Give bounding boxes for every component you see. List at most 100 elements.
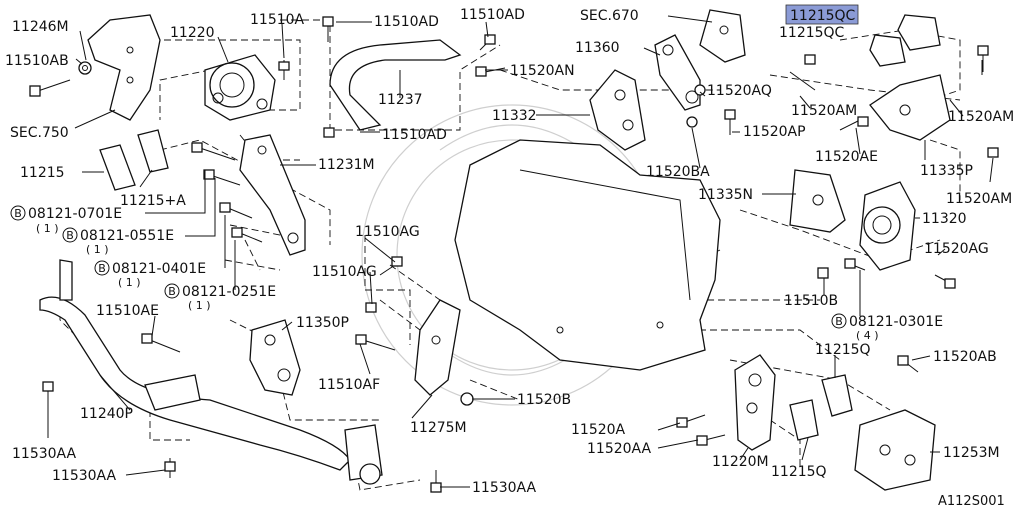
label-11215q-1[interactable]: 11215Q (815, 342, 871, 358)
label-11510af[interactable]: 11510AF (318, 377, 380, 393)
part-mount-11220 (204, 54, 276, 121)
label-11215q-2[interactable]: 11215Q (771, 464, 827, 480)
part-bolt-11520ag (934, 274, 956, 289)
label-11215qc-highlighted[interactable]: 11215QC (790, 8, 856, 24)
label-11350p[interactable]: 11350P (296, 315, 349, 331)
svg-text:B: B (168, 285, 176, 298)
part-bracket-sec670 (699, 9, 746, 63)
bolt-callout-08121-0251e[interactable]: B 08121-0251E ( 1 ) (164, 283, 276, 312)
label-11520am-3[interactable]: 11520AM (946, 191, 1012, 207)
part-engine-block (454, 139, 721, 371)
label-11220[interactable]: 11220 (170, 25, 215, 41)
part-nut-11510b (817, 267, 829, 279)
part-bolt-11520ap (724, 109, 736, 135)
label-11530aa-1[interactable]: 11530AA (12, 446, 77, 462)
part-pad-11215qc-top (869, 14, 941, 67)
label-11510ab[interactable]: 11510AB (5, 53, 69, 69)
label-11237[interactable]: 11237 (378, 92, 423, 108)
part-bracket-11335n (789, 169, 846, 233)
bolt-callout-08121-0401e[interactable]: B 08121-0401E ( 1 ) (94, 260, 206, 289)
svg-text:( 4 ): ( 4 ) (856, 329, 879, 342)
part-bolt-11520ae-right (839, 116, 869, 131)
label-11510ae[interactable]: 11510AE (96, 303, 159, 319)
part-labels: 11246M 11510AB SEC.750 11220 11510A 1151… (5, 7, 1014, 509)
label-11335p[interactable]: 11335P (920, 163, 973, 179)
svg-text:08121-0551E: 08121-0551E (80, 228, 174, 244)
label-11520ba[interactable]: 11520BA (646, 164, 710, 180)
svg-text:( 1 ): ( 1 ) (86, 243, 109, 256)
label-11520am-2[interactable]: 11520AM (948, 109, 1014, 125)
part-bolt-11510ab (29, 79, 71, 97)
part-bolt-11530aa-right (430, 470, 442, 493)
label-11520am-1[interactable]: 11520AM (791, 103, 857, 119)
label-11510b[interactable]: 11510B (784, 293, 838, 309)
bolt-callout-08121-0551e[interactable]: B 08121-0551E ( 1 ) (62, 227, 174, 256)
leader-lines (47, 15, 994, 488)
figure-code: A112S001 (938, 494, 1005, 509)
svg-text:08121-0701E: 08121-0701E (28, 206, 122, 222)
label-11510ad-1[interactable]: 11510AD (374, 14, 439, 30)
label-11520ag[interactable]: 11520AG (924, 241, 989, 257)
label-sec670[interactable]: SEC.670 (580, 8, 639, 24)
part-nut-11520aq (694, 84, 706, 96)
label-11520ab[interactable]: 11520AB (933, 349, 997, 365)
label-11335n[interactable]: 11335N (698, 187, 753, 203)
svg-text:( 1 ): ( 1 ) (36, 222, 59, 235)
part-bolt-11520an (475, 66, 506, 77)
label-11253m[interactable]: 11253M (943, 445, 1000, 461)
part-bracket-sec750 (87, 14, 161, 121)
part-nut-11520ba (686, 116, 698, 128)
label-11240p[interactable]: 11240P (80, 406, 133, 422)
label-11530aa-2[interactable]: 11530AA (52, 468, 117, 484)
label-11275m[interactable]: 11275M (410, 420, 467, 436)
label-11520aa[interactable]: 11520AA (587, 441, 652, 457)
label-11320[interactable]: 11320 (922, 211, 967, 227)
part-bolt-11510af (355, 334, 396, 351)
part-bolt-11530aa-mid (164, 458, 176, 478)
part-strap-11237 (329, 39, 462, 131)
svg-text:08121-0301E: 08121-0301E (849, 314, 943, 330)
label-11220m[interactable]: 11220M (712, 454, 769, 470)
label-11231m[interactable]: 11231M (318, 157, 375, 173)
label-11520a[interactable]: 11520A (571, 422, 626, 438)
part-bolt-11520ab (897, 355, 919, 373)
label-11520aq[interactable]: 11520AQ (707, 83, 772, 99)
label-11510ag-2[interactable]: 11510AG (312, 264, 377, 280)
bolt-callout-08121-0701e[interactable]: B 08121-0701E ( 1 ) (10, 205, 122, 235)
label-11520b[interactable]: 11520B (517, 392, 571, 408)
part-bolt-11510ag-upper (379, 256, 403, 276)
svg-text:B: B (14, 207, 22, 220)
label-11520an[interactable]: 11520AN (510, 63, 575, 79)
part-bolt-11520am-right (977, 45, 989, 72)
part-bolt-11520a (676, 414, 706, 428)
label-11360[interactable]: 11360 (575, 40, 620, 56)
label-11510ag-1[interactable]: 11510AG (355, 224, 420, 240)
part-bolt-11510ad-right (479, 34, 496, 51)
label-11215qc[interactable]: 11215QC (779, 25, 845, 41)
part-bolt-11520am-low (987, 147, 999, 158)
label-11510a[interactable]: 11510A (250, 12, 305, 28)
part-bracket-11253m (854, 409, 936, 491)
label-11510ad-2[interactable]: 11510AD (460, 7, 525, 23)
part-pad-11215q (789, 374, 853, 441)
part-bracket-11332 (589, 69, 646, 151)
label-11215-a[interactable]: 11215+A (120, 193, 186, 209)
label-11246m[interactable]: 11246M (12, 19, 69, 35)
label-11332[interactable]: 11332 (492, 108, 537, 124)
part-bolt-11510ae (141, 333, 181, 353)
label-11520ae-right[interactable]: 11520AE (815, 149, 878, 165)
part-nut-11520b (460, 392, 474, 406)
svg-text:( 1 ): ( 1 ) (118, 276, 141, 289)
part-bracket-11335p (869, 74, 951, 141)
label-11215[interactable]: 11215 (20, 165, 65, 181)
part-bolt-11510a (278, 60, 290, 80)
bolt-callout-08121-0301e[interactable]: B 08121-0301E ( 4 ) (831, 313, 943, 342)
label-11510ad-3[interactable]: 11510AD (382, 127, 447, 143)
part-bolt-11510ag-lower (365, 302, 377, 313)
label-11520ap[interactable]: 11520AP (743, 124, 806, 140)
label-11530aa-3[interactable]: 11530AA (472, 480, 537, 496)
label-sec750[interactable]: SEC.750 (10, 125, 69, 141)
part-bolt-08121-0301e (844, 258, 866, 271)
part-mount-11350p (249, 319, 301, 396)
